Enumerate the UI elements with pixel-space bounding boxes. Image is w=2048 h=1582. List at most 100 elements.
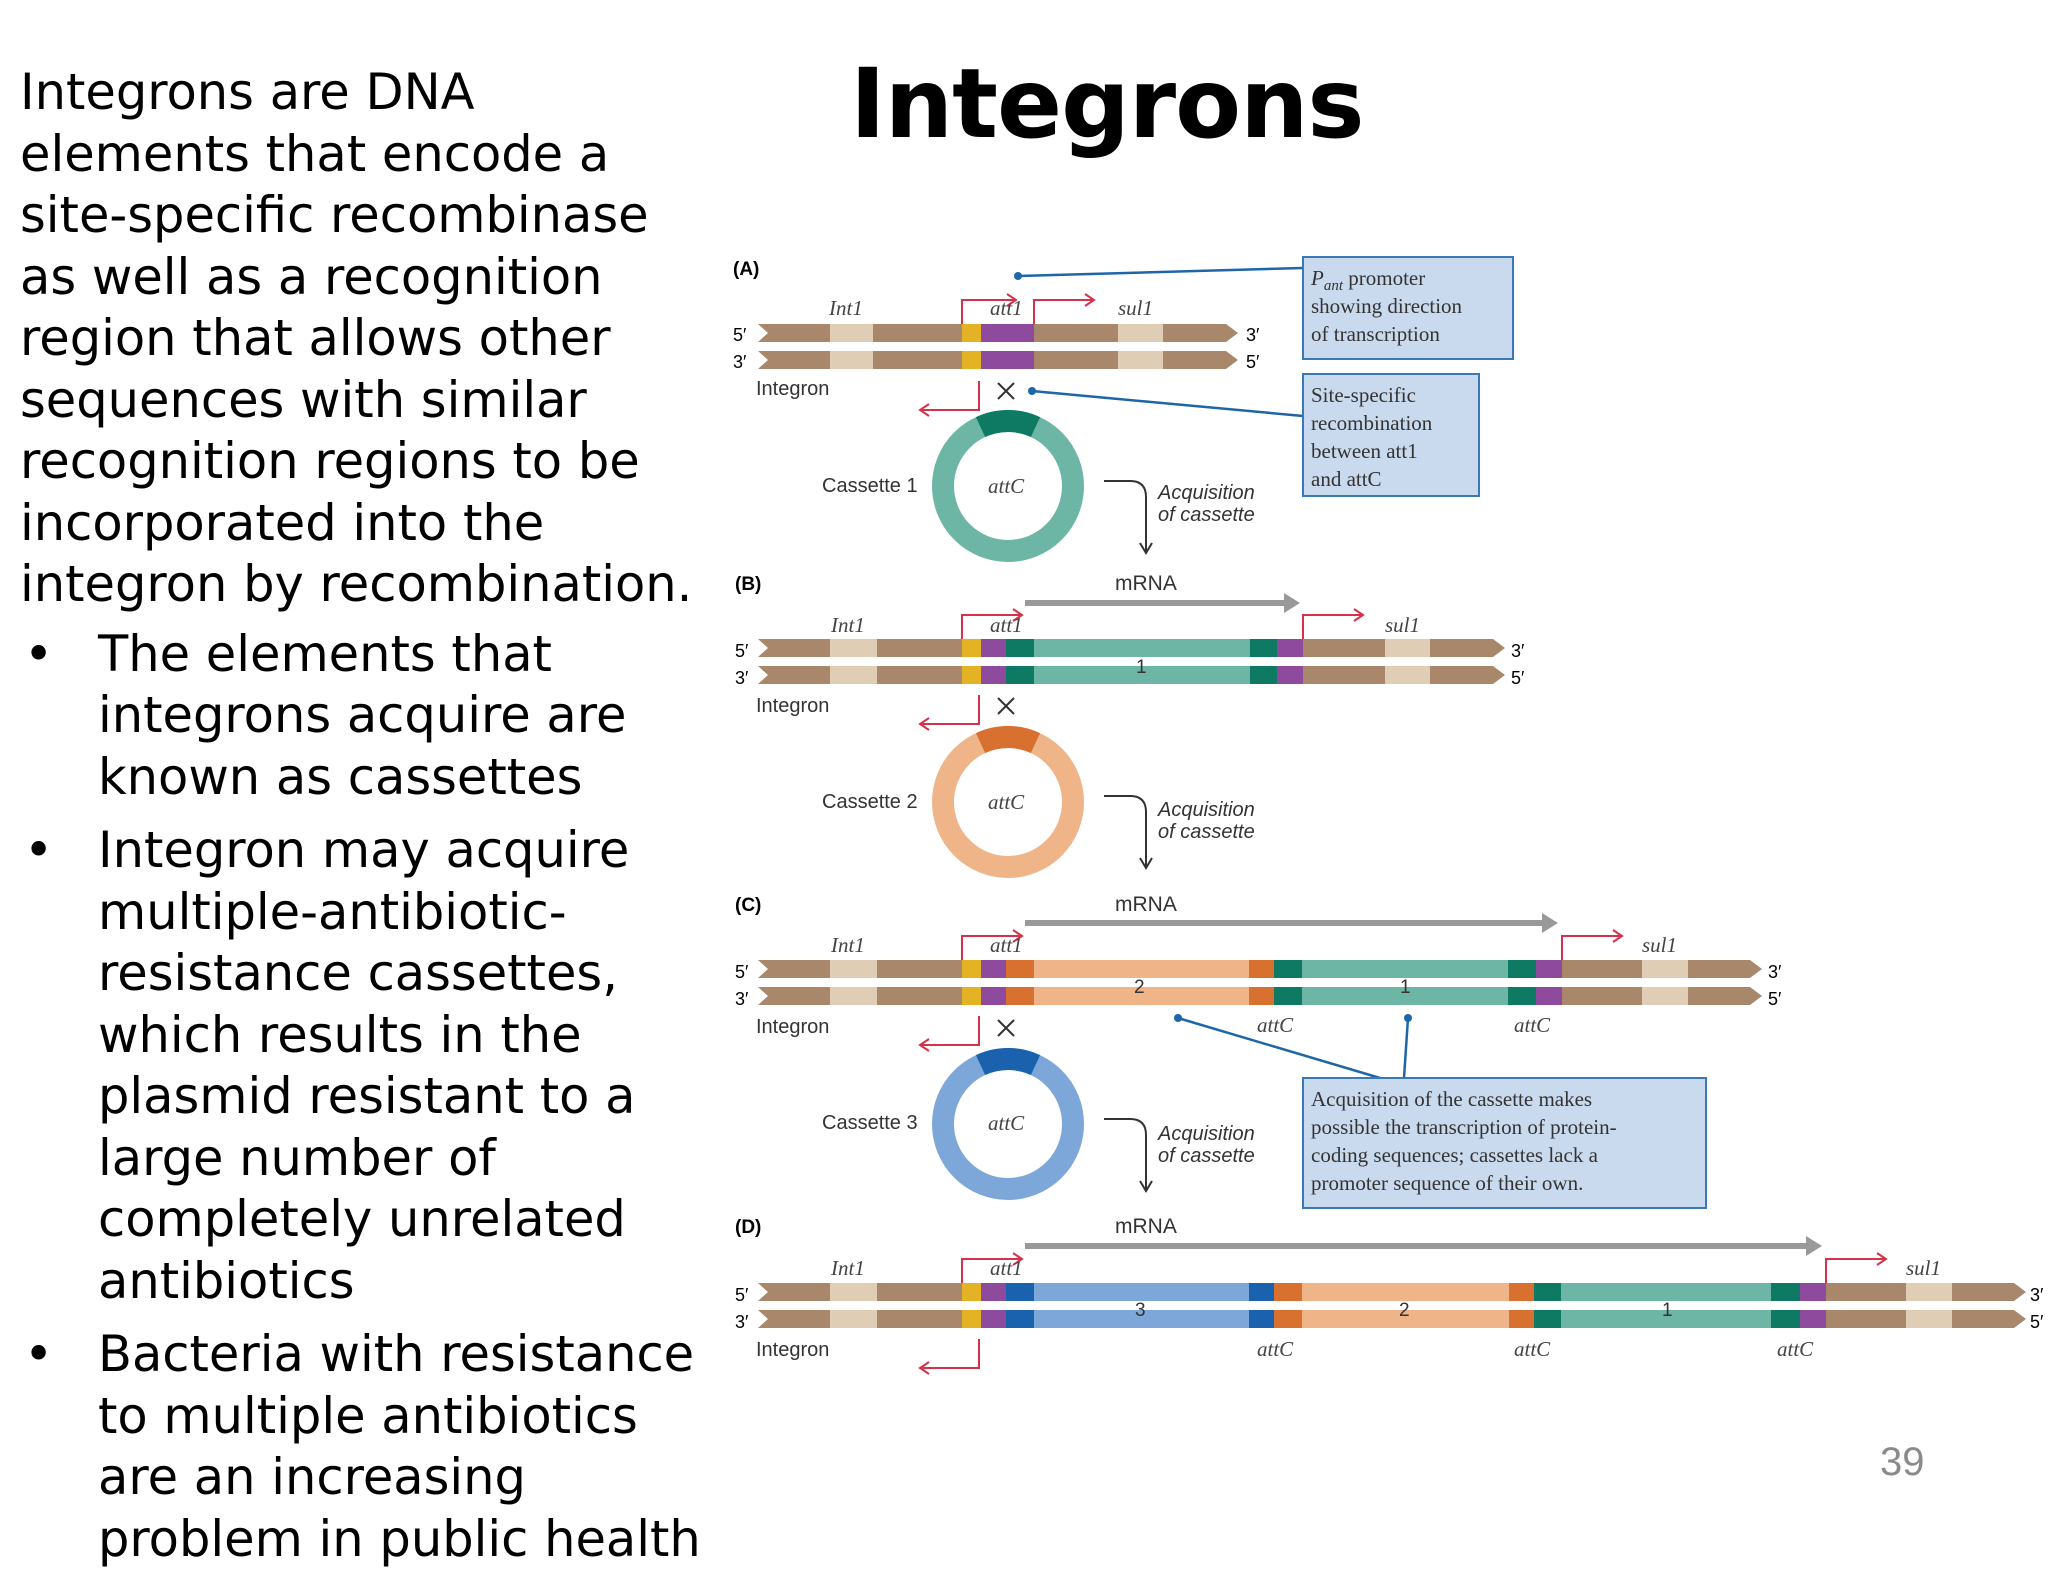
callout-text-line: coding sequences; cassettes lack a (1311, 1143, 1599, 1167)
dna-segment (1274, 987, 1302, 1005)
acquisition-arrow (1104, 480, 1147, 551)
dna-segment (962, 666, 981, 684)
dna-segment (1562, 987, 1642, 1005)
dna-segment (1034, 987, 1249, 1005)
sul1-gene-label: sul1 (1906, 1256, 1941, 1280)
callout-text-line: and attC (1311, 467, 1382, 491)
dna-segment (1006, 666, 1034, 684)
dna-segment (1274, 960, 1302, 978)
attc-site-label: attC (1777, 1337, 1814, 1361)
strand-end-left (758, 351, 788, 369)
dna-segment (877, 960, 962, 978)
attc-site-mark (975, 410, 1041, 438)
sul1-gene-label: sul1 (1118, 296, 1153, 320)
attc-site-mark (975, 726, 1041, 754)
dna-segment (962, 324, 981, 342)
dna-segment (962, 987, 981, 1005)
acquisition-label-line1: Acquisition (1157, 482, 1255, 504)
integron-label: Integron (756, 695, 829, 717)
cassette-number: 1 (1136, 657, 1147, 678)
att1-site-label: att1 (990, 1256, 1023, 1280)
dna-segment (1006, 1283, 1034, 1301)
attc-site-label: attC (988, 790, 1025, 814)
cassette-ring-inner (957, 1073, 1059, 1175)
dna-segment (1906, 1283, 1952, 1301)
dna-segment (1385, 639, 1430, 657)
page-number: 39 (1880, 1440, 1925, 1484)
callout-text-line: of transcription (1311, 322, 1440, 346)
dna-segment (1561, 1283, 1771, 1301)
dna-segment (981, 987, 1006, 1005)
dna-segment (1163, 324, 1220, 342)
cassette-number: 2 (1399, 1300, 1410, 1321)
callout-box (1302, 1077, 1707, 1209)
reverse-promoter-arrow-head (918, 403, 930, 417)
sul1-gene-label: sul1 (1642, 933, 1677, 957)
strand-end-left (758, 666, 788, 684)
dna-segment (1277, 666, 1303, 684)
dna-segment (1800, 1283, 1826, 1301)
dna-segment (830, 351, 873, 369)
dna-segment (1034, 351, 1118, 369)
dna-segment (873, 351, 962, 369)
promoter-callout-leader-dot (1014, 272, 1022, 280)
dna-segment (1118, 324, 1163, 342)
att1-site-label: att1 (990, 933, 1023, 957)
sul1-promoter-arrow (1033, 299, 1094, 324)
intro-paragraph: Integrons are DNA elements that encode a… (20, 63, 693, 613)
dna-segment (1826, 1283, 1906, 1301)
dna-segment (1771, 1310, 1800, 1328)
callout-text-line: showing direction (1311, 294, 1463, 318)
three-prime-label: 3′ (735, 668, 749, 688)
dna-segment (1508, 987, 1536, 1005)
att1-promoter-arrow (961, 299, 1016, 324)
mrna-transcript-arrow-head (1284, 593, 1300, 613)
dna-segment (1302, 987, 1508, 1005)
strand-end-right (2008, 1310, 2026, 1328)
dna-segment (830, 324, 873, 342)
dna-segment (873, 324, 962, 342)
cassette-label: Cassette 2 (822, 791, 918, 813)
acquisition-label-line2: of cassette (1158, 1145, 1255, 1167)
strand-end-left (758, 960, 788, 978)
five-prime-label: 5′ (1246, 352, 1260, 372)
dna-segment (981, 639, 1006, 657)
dna-segment (1034, 1310, 1249, 1328)
dna-segment (1536, 960, 1562, 978)
strand-end-left (758, 1283, 788, 1301)
panel-label-a: (A) (733, 259, 759, 280)
callout-text-line: recombination (1311, 411, 1433, 435)
mrna-label: mRNA (1115, 1215, 1177, 1238)
dna-segment (1771, 1283, 1800, 1301)
dna-segment (1006, 639, 1034, 657)
dna-segment (962, 639, 981, 657)
strand-end-right (1744, 960, 1762, 978)
sul1-promoter-arrow-head (1612, 929, 1624, 943)
attc-site-label: attC (988, 474, 1025, 498)
three-prime-label: 3′ (735, 1312, 749, 1332)
dna-segment (981, 1283, 1006, 1301)
dna-segment (1509, 1283, 1534, 1301)
strand-end-right (1485, 666, 1505, 684)
strand-end-right (1220, 351, 1238, 369)
int1-gene-label: Int1 (830, 1256, 865, 1280)
dna-segment (962, 1310, 981, 1328)
dna-segment (1430, 639, 1485, 657)
dna-segment (1562, 960, 1642, 978)
dna-segment (1303, 666, 1385, 684)
cassette-label: Cassette 1 (822, 475, 918, 497)
cassette-ring-inner (957, 751, 1059, 853)
dna-segment (877, 666, 962, 684)
dna-segment (1034, 1283, 1249, 1301)
callout-text-line: possible the transcription of protein- (1311, 1115, 1617, 1139)
cassette-number: 1 (1400, 977, 1411, 998)
attc-site-label: attC (1257, 1013, 1294, 1037)
callout-text-line: Pant promoter (1310, 266, 1425, 294)
dna-segment (1508, 960, 1536, 978)
att1-promoter-arrow (961, 935, 1022, 960)
dna-segment (1006, 1310, 1034, 1328)
three-prime-label: 3′ (1768, 962, 1782, 982)
bullet-item: •Integron may acquire multiple-antibioti… (20, 820, 710, 1312)
acquisition-callout: Acquisition of the cassette makes possib… (1302, 1077, 1707, 1209)
att1-site-label: att1 (990, 613, 1023, 637)
